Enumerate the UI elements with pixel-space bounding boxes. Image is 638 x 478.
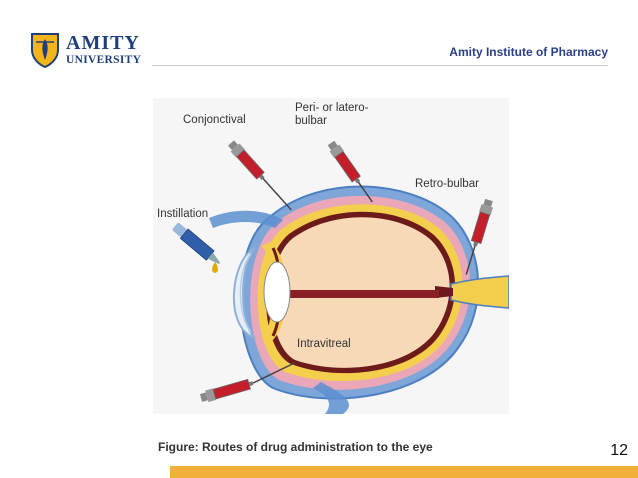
central-vessel [285, 290, 439, 298]
header-divider [152, 65, 608, 66]
page-number: 12 [610, 442, 628, 459]
label-peri-line1: Peri- or latero- [295, 102, 369, 114]
intravitreal-syringe [199, 362, 296, 403]
cornea [233, 247, 256, 339]
retro-bulbar-syringe [465, 198, 493, 275]
label-peri-line2: bulbar [295, 115, 327, 127]
eye-diagram [172, 140, 509, 414]
shield-icon [31, 33, 59, 68]
footer-accent-bar [170, 466, 638, 478]
label-intravitreal: Intravitreal [297, 338, 351, 350]
label-instillation: Instillation [157, 208, 209, 220]
label-conjonctival: Conjonctival [183, 114, 246, 126]
university-logo: AMITY UNIVERSITY [30, 30, 142, 72]
peri-bulbar-syringe [327, 140, 373, 203]
figure-caption: Figure: Routes of drug administration to… [158, 440, 433, 454]
eye-routes-figure: Conjonctival Peri- or latero- bulbar Ret… [153, 98, 509, 414]
conjonctival-syringe [228, 140, 292, 211]
logo-word-university: UNIVERSITY [66, 54, 142, 66]
logo-word-amity: AMITY [66, 32, 140, 54]
optic-nerve [450, 275, 509, 309]
instillation-dropper [172, 222, 221, 265]
header-institute-title: Amity Institute of Pharmacy [449, 45, 608, 59]
upper-eyelid [209, 210, 283, 228]
label-retro-bulbar: Retro-bulbar [415, 178, 479, 190]
lens [263, 261, 291, 323]
drop [212, 262, 218, 273]
lower-eyelid [313, 382, 350, 414]
